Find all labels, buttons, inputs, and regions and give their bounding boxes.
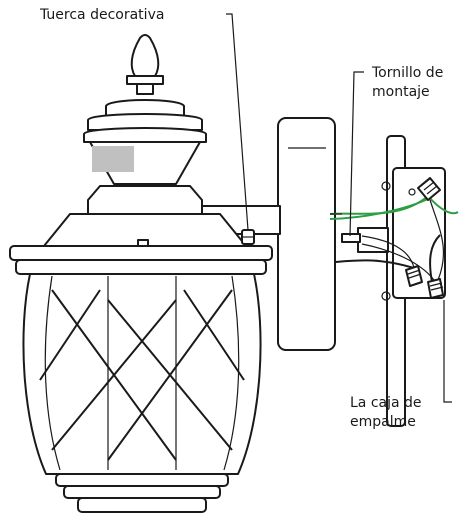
bulb-window [92, 146, 134, 172]
decorative-nut [241, 229, 255, 245]
lantern-base [55, 473, 229, 513]
label-decorative-nut: Tuerca decorativa [39, 7, 164, 23]
lantern-rim [9, 245, 273, 275]
label-mounting-screw-line1: Tornillo de [371, 65, 443, 81]
wall-mounting-plate [277, 117, 336, 351]
lantern-top-cap [83, 99, 207, 185]
label-junction-box-line2: empalme [350, 414, 416, 430]
fixture-wires [329, 195, 459, 283]
lantern-finial [126, 34, 164, 95]
lantern-body-top [43, 185, 247, 247]
label-junction-box-line1: La caja de [350, 395, 422, 411]
wire-nuts [405, 177, 444, 299]
callout-leaders [226, 13, 452, 403]
lantern-glass-cage [22, 273, 262, 475]
mounting-screw [330, 213, 361, 243]
label-mounting-screw-line2: montaje [372, 84, 430, 100]
